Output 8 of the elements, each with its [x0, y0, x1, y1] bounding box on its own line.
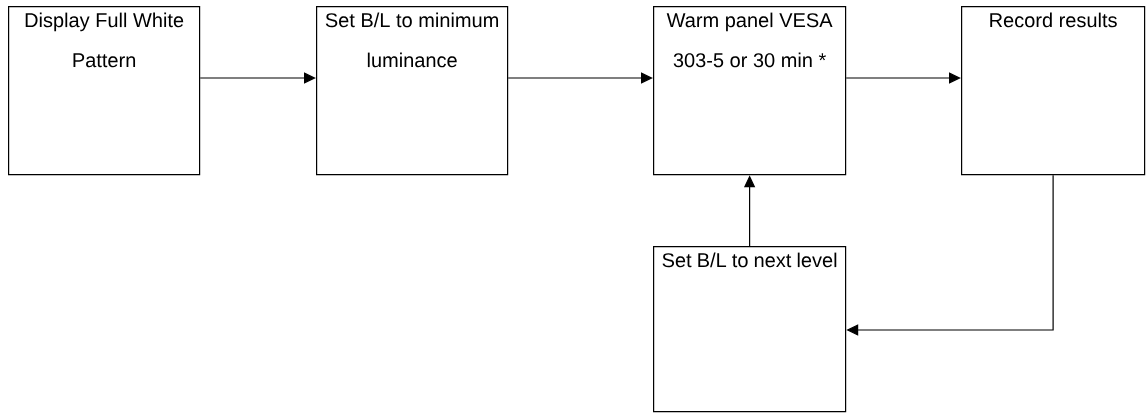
process-box: Set B/L to minimum luminance — [316, 6, 509, 176]
arrow — [845, 72, 961, 84]
arrow — [507, 72, 653, 84]
process-box: Set B/L to next level — [653, 246, 847, 413]
process-box: Warm panel VESA 303-5 or 30 min * — [653, 6, 847, 176]
process-box: Display Full White Pattern — [8, 6, 201, 176]
process-box: Record results — [961, 6, 1146, 176]
arrow — [199, 72, 316, 84]
